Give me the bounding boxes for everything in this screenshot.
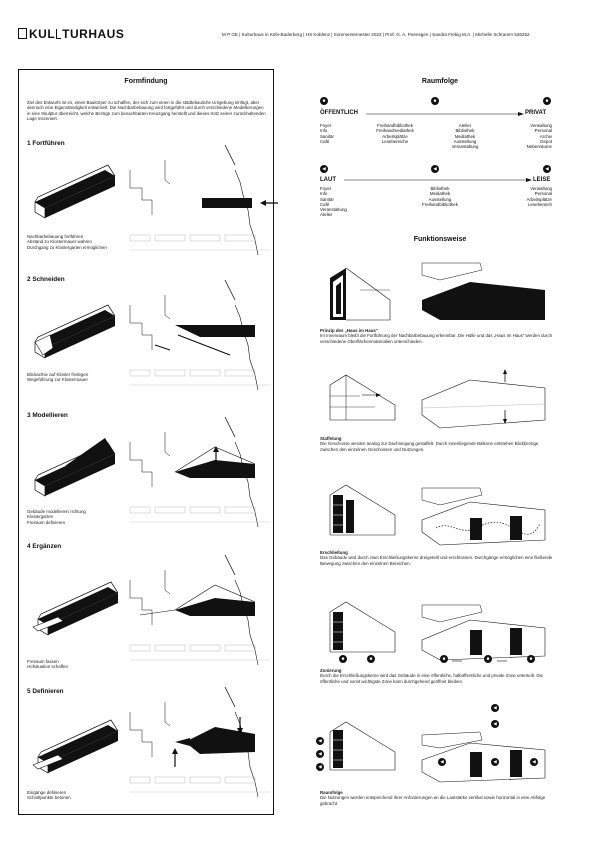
step-1-site (129, 144, 278, 256)
staffelung-plan (421, 369, 546, 429)
logo-glyph-icon (56, 29, 62, 39)
step-4-volume (32, 581, 119, 636)
label-leise: LEISE (533, 177, 551, 183)
label-privat: PRIVAT (525, 110, 547, 116)
lock-icon: ■ (320, 97, 328, 105)
raumfolge-row1-col2: Freihandbibliothek Freihandmediathek Arb… (376, 123, 414, 144)
step-5-title: 5 Definieren (27, 688, 64, 695)
lock-icon: ■ (440, 655, 448, 663)
lock-icon: ■ (431, 97, 439, 105)
speaker-icon: ◀ (316, 750, 324, 758)
erschliessung-section (329, 484, 396, 536)
speaker-icon: ◀ (316, 763, 324, 771)
formfindung-panel (18, 69, 274, 815)
speaker-icon: ◀ (491, 720, 499, 728)
formfindung-intro: Ziel des Entwurfs ist es, einen Baukörpe… (27, 100, 266, 122)
step-4-title: 4 Ergänzen (27, 543, 62, 550)
step-3-desc: Gebäude modellieren richtung Klostergart… (27, 509, 86, 525)
lock-icon: ■ (543, 97, 551, 105)
zonierung-section (329, 601, 396, 653)
lock-icon: ■ (527, 655, 535, 663)
raumfolge-section (329, 721, 396, 771)
step-3-site (129, 416, 271, 528)
funktionsweise-title: Funktionsweise (413, 236, 467, 243)
speaker-icon: ◀ (491, 704, 499, 712)
step-3-title: 3 Modellieren (27, 412, 68, 419)
speaker-icon: ◀ (491, 758, 499, 766)
label-laut: LAUT (320, 177, 336, 183)
header-meta: M P GE | Kulturhaus in Köln-Baderberg | … (222, 32, 530, 37)
step-2-volume (34, 304, 116, 359)
raumfolge-row1-col3: Atelier Bibliothek Mediathek Ausstellung… (451, 123, 479, 150)
step-1-title: 1 Fortführen (27, 140, 65, 147)
lock-icon: ■ (367, 655, 375, 663)
erschliessung-plan (421, 487, 546, 546)
raumfolge-plan (421, 731, 546, 783)
speaker-icon: ◀ (431, 165, 439, 173)
speaker-icon: ◀ (543, 165, 551, 173)
label-oeffentlich: ÖFFENTLICH (320, 110, 358, 116)
raumfolge-row2-col1: Foyer Info Sanitär Café Veranstaltung At… (320, 186, 347, 218)
lock-icon: ■ (339, 655, 347, 663)
formfindung-title: Formfindung (124, 78, 168, 85)
step-5-volume (32, 719, 119, 774)
staffelung-section (329, 374, 396, 421)
lock-icon: ■ (484, 655, 492, 663)
logo-mark-icon (18, 28, 27, 39)
raumfolge-row1-col1: Foyer Info Sanitär Café (320, 123, 334, 144)
step-2-desc: Blickachse auf Kloster freilegen Wegefüh… (27, 372, 89, 383)
speaker-icon: ◀ (438, 758, 446, 766)
speaker-icon: ◀ (320, 165, 328, 173)
step-3-volume (34, 438, 116, 497)
step-2-site (129, 279, 271, 391)
step-5-desc: Eingänge definieren Schnittpunkte betone… (27, 790, 71, 801)
raumfolge-row2-col2: Bibliothek Mediathek Ausstellung Freihan… (422, 186, 458, 207)
step-5-site (129, 686, 271, 798)
step-4-site (129, 554, 271, 666)
step-4-desc: Freiraum fassen Hofsituation schaffen (27, 659, 68, 670)
haus-im-haus-section (330, 267, 391, 321)
funktion-item-1: Prinzip des „Haus im Haus“Im Innenraum b… (320, 328, 553, 344)
raumfolge-title: Raumfolge (421, 78, 459, 85)
step-2-title: 2 Schneiden (27, 276, 65, 283)
speaker-icon: ◀ (530, 758, 538, 766)
zonierung-plan (421, 604, 546, 662)
haus-im-haus-plan (421, 262, 545, 320)
step-1-desc: Nachbarbebauung fortführen Abstand zu Kl… (27, 234, 107, 250)
raumfolge-row1-col4: Verwaltung Personal Archiv Depot Nebenrä… (526, 123, 552, 150)
raumfolge-row2-col3: Verwaltung Personal Arbeitsplätze Lesebe… (526, 186, 552, 207)
speaker-icon: ◀ (316, 737, 324, 745)
